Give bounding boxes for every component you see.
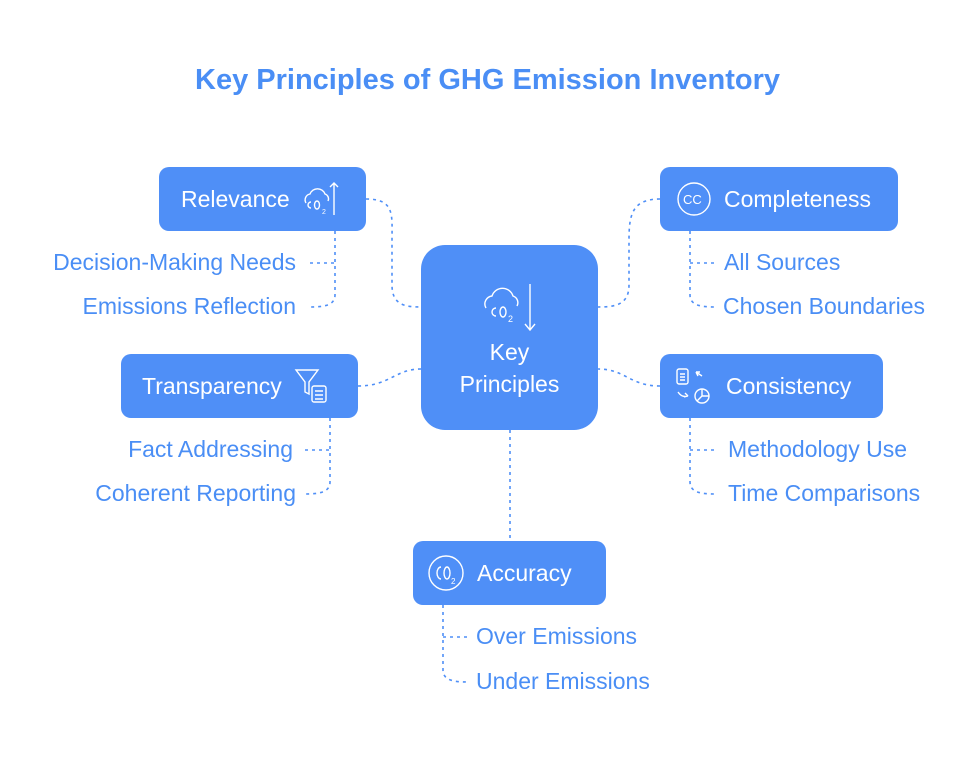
relevance-item: Emissions Reflection: [82, 293, 296, 319]
relevance-label: Relevance: [181, 185, 290, 212]
svg-text:2: 2: [451, 577, 456, 586]
relevance-node[interactable]: Relevance 2: [159, 167, 366, 231]
accuracy-label: Accuracy: [477, 559, 572, 586]
consistency-item: Time Comparisons: [728, 480, 921, 506]
svg-text:2: 2: [322, 209, 326, 216]
accuracy-item: Under Emissions: [476, 668, 650, 694]
document-chart-cycle-icon: [674, 366, 714, 406]
center-node: 2 Key Principles: [421, 245, 598, 430]
accuracy-node[interactable]: 2 Accuracy: [413, 541, 606, 605]
connector-center-transparency: [357, 368, 422, 387]
co2-cloud-down-icon: 2: [480, 278, 540, 334]
center-label-line1: Key: [489, 338, 530, 365]
svg-text:2: 2: [508, 314, 513, 324]
consistency-label: Consistency: [726, 372, 852, 399]
center-label-line2: Principles: [459, 370, 560, 397]
transparency-item: Coherent Reporting: [95, 480, 296, 506]
accuracy-item: Over Emissions: [476, 623, 638, 649]
connector-center-relevance: [365, 198, 422, 308]
transparency-label: Transparency: [142, 372, 282, 399]
diagram-title: Key Principles of GHG Emission Inventory: [195, 64, 780, 96]
completeness-item: Chosen Boundaries: [723, 293, 926, 319]
transparency-node[interactable]: Transparency: [121, 354, 358, 418]
cc-circle-icon: CC: [676, 181, 712, 217]
completeness-label: Completeness: [724, 185, 872, 212]
completeness-node[interactable]: CC Completeness: [660, 167, 898, 231]
connector-center-consistency: [597, 368, 661, 387]
transparency-item: Fact Addressing: [128, 436, 293, 462]
filter-document-icon: [294, 366, 332, 406]
co2-circle-icon: 2: [427, 554, 465, 592]
completeness-item: All Sources: [724, 249, 841, 275]
co2-cloud-up-icon: 2: [302, 179, 342, 219]
connector-center-completeness: [597, 198, 661, 308]
consistency-item: Methodology Use: [728, 436, 907, 462]
relevance-item: Decision-Making Needs: [53, 249, 296, 275]
svg-text:CC: CC: [683, 192, 702, 207]
consistency-node[interactable]: Consistency: [660, 354, 883, 418]
